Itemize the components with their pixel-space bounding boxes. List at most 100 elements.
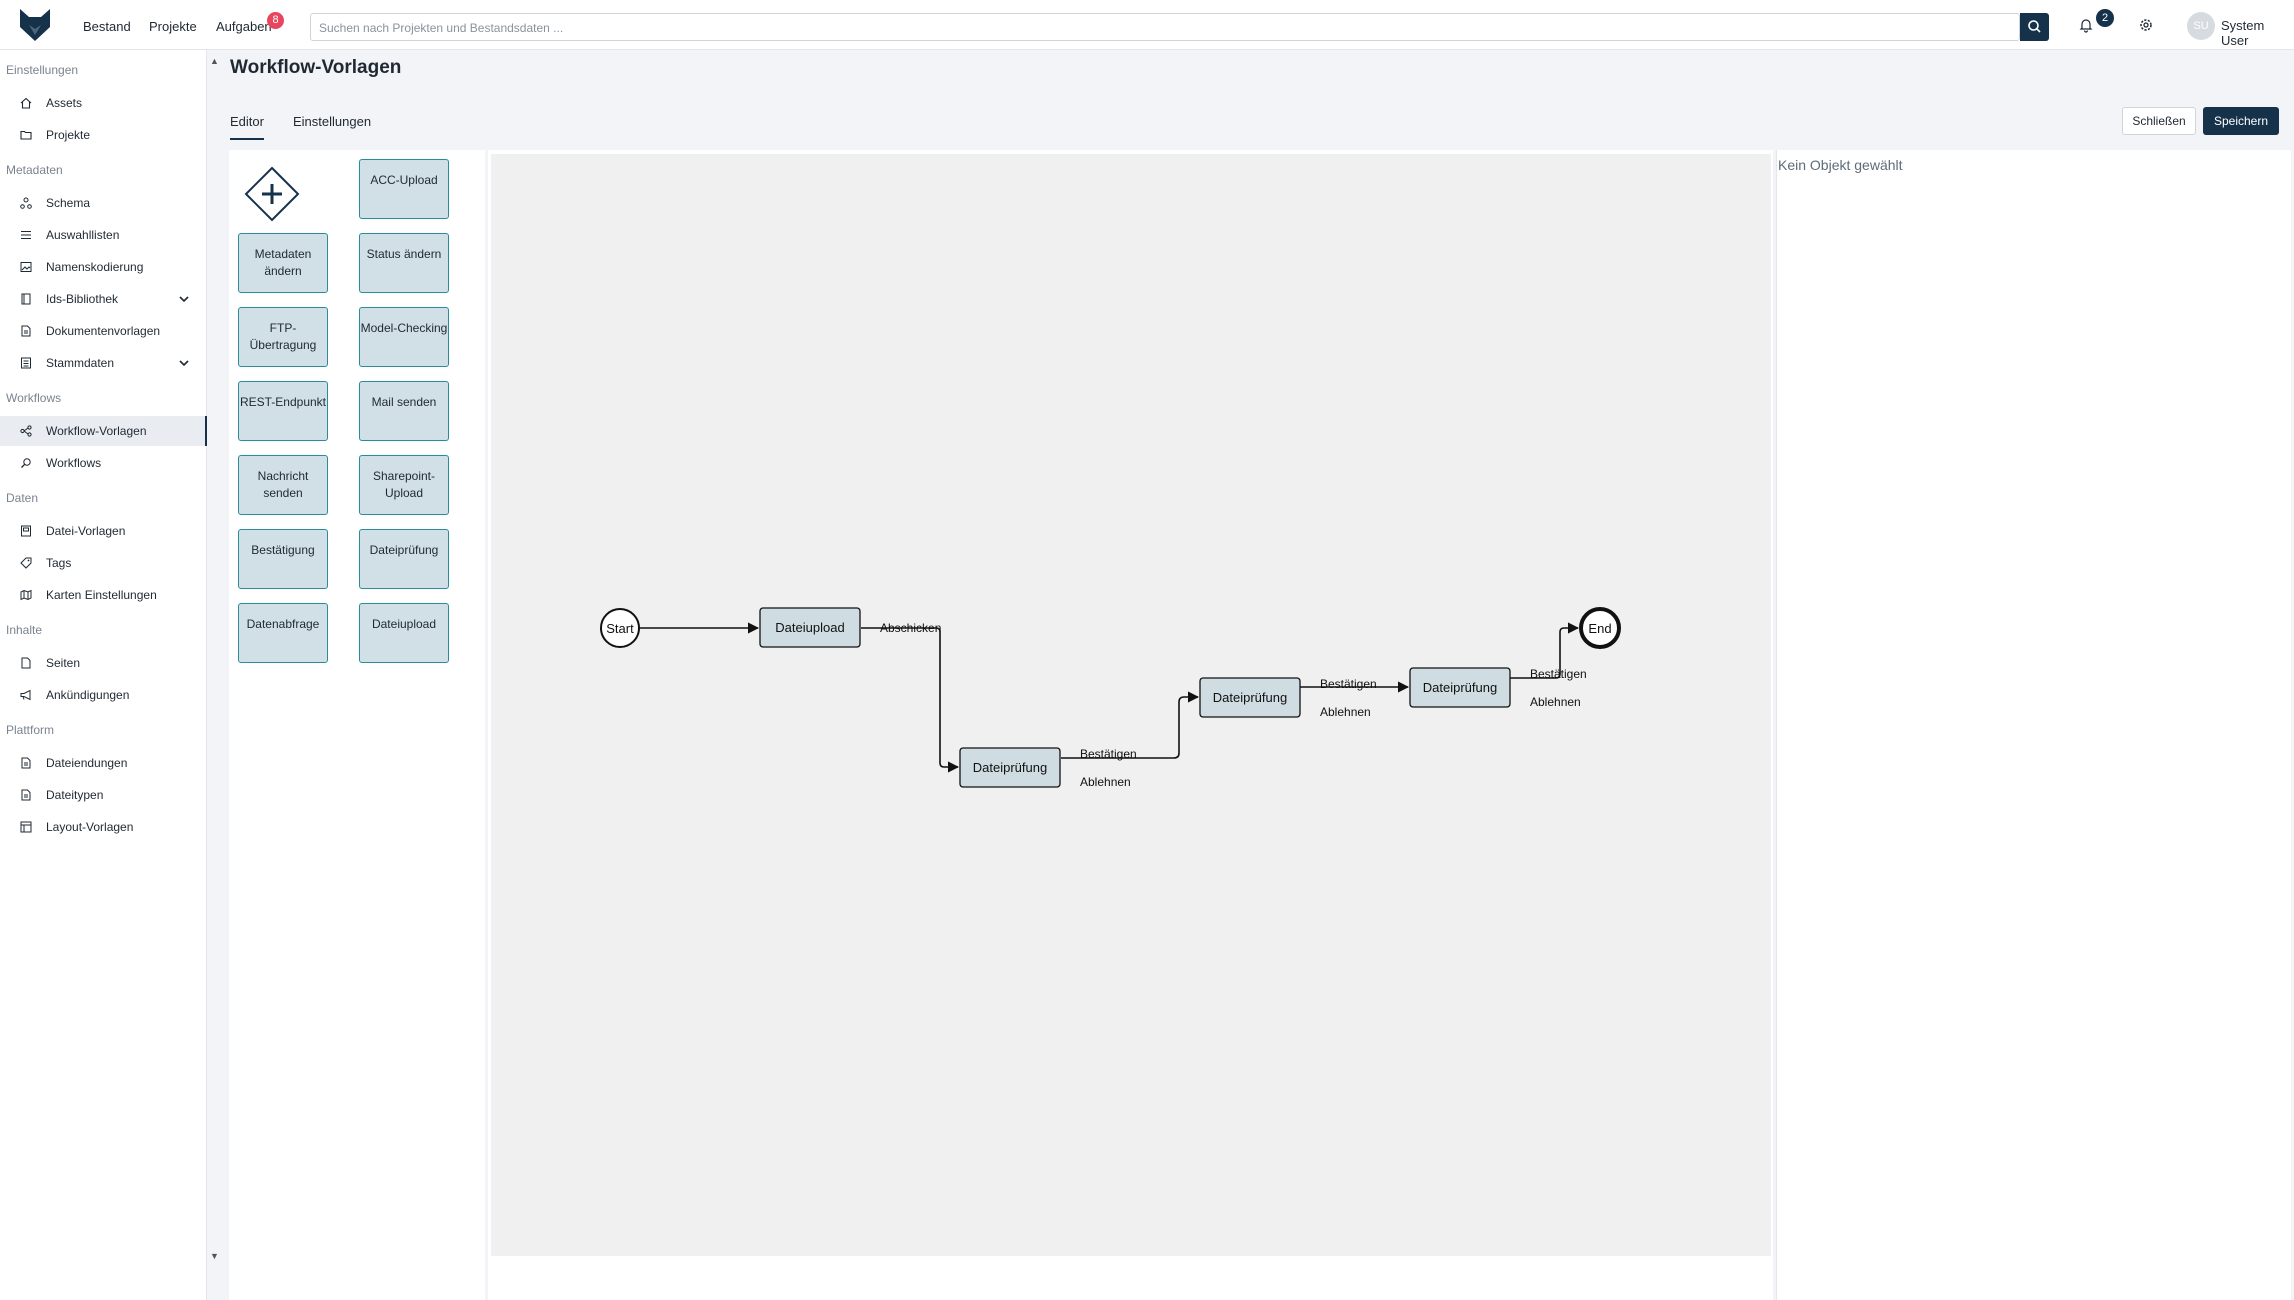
folder-icon <box>20 130 32 140</box>
no-selection-text: Kein Objekt gewählt <box>1778 157 1903 173</box>
section-plattform: Plattform <box>6 723 55 737</box>
chevron-down-icon[interactable] <box>178 357 190 369</box>
page-icon <box>21 657 31 669</box>
palette-item-ftp-uebertragung[interactable]: FTP-Übertragung <box>238 307 328 367</box>
user-name[interactable]: System User <box>2221 18 2265 48</box>
section-metadaten: Metadaten <box>6 163 63 177</box>
sidebar-item-auswahllisten[interactable]: Auswahllisten <box>0 220 207 250</box>
sidebar-item-seiten[interactable]: Seiten <box>0 648 207 678</box>
fox-logo-icon[interactable] <box>18 7 52 43</box>
palette-item-metadaten-aendern[interactable]: Metadaten ändern <box>238 233 328 293</box>
sidebar-item-label: Assets <box>46 96 83 110</box>
chevron-down-icon[interactable] <box>178 293 190 305</box>
avatar[interactable]: SU <box>2187 12 2215 40</box>
scroll-down-icon[interactable]: ▼ <box>210 1251 219 1261</box>
sidebar-item-assets[interactable]: Assets <box>0 88 207 118</box>
file-type-icon <box>21 789 31 801</box>
sidebar-item-namenskodierung[interactable]: Namenskodierung <box>0 252 207 282</box>
file-icon <box>21 757 31 769</box>
sidebar-item-schema[interactable]: Schema <box>0 188 207 218</box>
list-icon <box>21 230 31 240</box>
sidebar-item-layout-vorlagen[interactable]: Layout-Vorlagen <box>0 812 207 842</box>
megaphone-icon <box>20 689 31 701</box>
flow-label[interactable]: Bestätigen <box>1320 677 1377 691</box>
palette-item-bestaetigung[interactable]: Bestätigung <box>238 529 328 589</box>
palette-item-acc-upload[interactable]: ACC-Upload <box>359 159 449 219</box>
task-node[interactable] <box>759 607 861 648</box>
palette-item-rest-endpunkt[interactable]: REST-Endpunkt <box>238 381 328 441</box>
sidebar-item-label: Dokumentenvorlagen <box>46 324 161 338</box>
task-node[interactable] <box>1409 667 1511 708</box>
start-event[interactable] <box>600 608 640 648</box>
bell-icon[interactable] <box>2078 17 2094 33</box>
sidebar-item-label: Schema <box>46 196 91 210</box>
flow-check1-to-check2[interactable] <box>1061 691 1200 759</box>
workflow-canvas[interactable] <box>491 154 1771 1256</box>
sidebar-item-stammdaten[interactable]: Stammdaten <box>0 348 207 378</box>
close-button[interactable]: Schließen <box>2122 107 2196 135</box>
sidebar-item-label: Dateitypen <box>46 788 104 802</box>
flow-label[interactable]: Ablehnen <box>1530 695 1581 709</box>
gateway-plus-icon[interactable] <box>244 166 300 222</box>
save-button[interactable]: Speichern <box>2203 107 2279 135</box>
nav-aufgaben[interactable]: Aufgaben <box>216 19 272 34</box>
file-template-icon <box>21 525 31 537</box>
palette-item-dateipruefung[interactable]: Dateiprüfung <box>359 529 449 589</box>
section-inhalte: Inhalte <box>6 623 43 637</box>
top-bar: Bestand Projekte Aufgaben 8 Suchen nach … <box>0 0 2294 50</box>
flow-check3-to-end[interactable] <box>1510 622 1580 679</box>
flow-label[interactable]: Bestätigen <box>1080 747 1137 761</box>
sidebar-item-dateiendungen[interactable]: Dateiendungen <box>0 748 207 778</box>
sidebar-item-karten-einstellungen[interactable]: Karten Einstellungen <box>0 580 207 610</box>
task-node[interactable] <box>1199 677 1301 718</box>
sidebar-item-datei-vorlagen[interactable]: Datei-Vorlagen <box>0 516 207 546</box>
notification-badge: 2 <box>2096 9 2114 27</box>
search-icon <box>2028 20 2041 33</box>
sidebar-item-workflow-vorlagen[interactable]: Workflow-Vorlagen <box>0 416 207 446</box>
sidebar-item-dokumentenvorlagen[interactable]: Dokumentenvorlagen <box>0 316 207 346</box>
image-icon <box>20 262 32 272</box>
tab-editor[interactable]: Editor <box>230 114 264 140</box>
palette-item-dateiupload[interactable]: Dateiupload <box>359 603 449 663</box>
sidebar-item-dateitypen[interactable]: Dateitypen <box>0 780 207 810</box>
palette-item-nachricht-senden[interactable]: Nachricht senden <box>238 455 328 515</box>
sidebar-item-label: Namenskodierung <box>46 260 144 274</box>
home-icon <box>20 97 32 109</box>
flow-label[interactable]: Bestätigen <box>1530 667 1587 681</box>
search-button[interactable] <box>2020 13 2049 41</box>
sidebar-item-tags[interactable]: Tags <box>0 548 207 578</box>
section-einstellungen: Einstellungen <box>6 63 79 77</box>
end-event-label: End <box>1588 621 1611 636</box>
layout-icon <box>20 821 32 833</box>
sidebar-item-ids-bibliothek[interactable]: Ids-Bibliothek <box>0 284 207 314</box>
gear-icon[interactable] <box>2137 16 2155 34</box>
palette-item-mail-senden[interactable]: Mail senden <box>359 381 449 441</box>
map-icon <box>20 589 32 601</box>
sidebar-item-ankuendigungen[interactable]: Ankündigungen <box>0 680 207 710</box>
schema-icon <box>20 197 32 209</box>
search-input[interactable]: Suchen nach Projekten und Bestandsdaten … <box>310 13 2020 41</box>
flow-upload-to-check1[interactable] <box>861 627 960 773</box>
document-icon <box>21 325 31 337</box>
palette-item-datenabfrage[interactable]: Datenabfrage <box>238 603 328 663</box>
sidebar-item-label: Workflow-Vorlagen <box>46 424 147 438</box>
sidebar-item-projekte[interactable]: Projekte <box>0 120 207 150</box>
sidebar-item-workflows[interactable]: Workflows <box>0 448 207 478</box>
nav-projekte[interactable]: Projekte <box>149 19 197 34</box>
palette-item-model-checking[interactable]: Model-Checking <box>359 307 449 367</box>
scroll-up-icon[interactable]: ▲ <box>210 56 219 66</box>
palette-item-sharepoint-upload[interactable]: Sharepoint-Upload <box>359 455 449 515</box>
task-label: Dateiprüfung <box>1423 680 1497 695</box>
task-label: Dateiprüfung <box>973 760 1047 775</box>
palette-item-status-aendern[interactable]: Status ändern <box>359 233 449 293</box>
task-node[interactable] <box>959 747 1061 788</box>
section-daten: Daten <box>6 491 39 505</box>
nav-bestand[interactable]: Bestand <box>83 19 131 34</box>
section-workflows: Workflows <box>6 391 62 405</box>
tab-einstellungen[interactable]: Einstellungen <box>293 114 372 129</box>
end-event[interactable] <box>1579 607 1621 649</box>
flow-label[interactable]: Abschicken <box>880 621 941 635</box>
flow-label[interactable]: Ablehnen <box>1080 775 1131 789</box>
flow-label[interactable]: Ablehnen <box>1320 705 1371 719</box>
